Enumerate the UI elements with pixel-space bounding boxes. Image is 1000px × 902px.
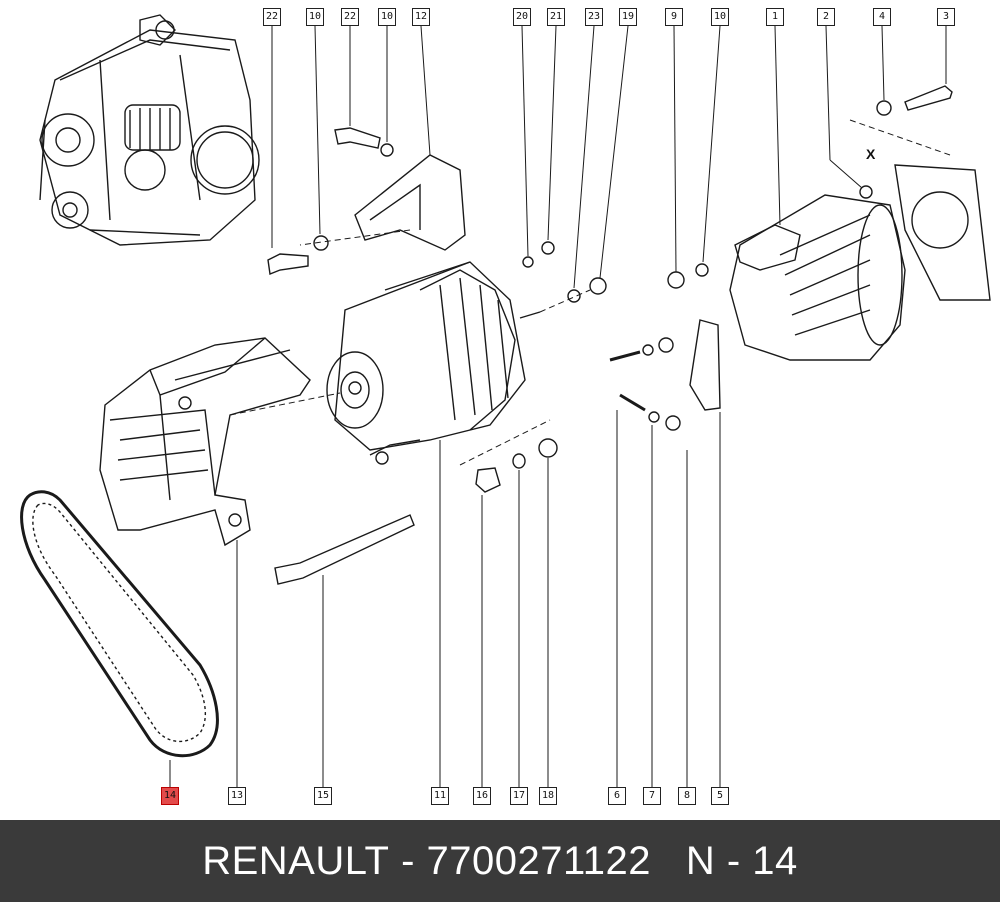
callout-2: 2: [817, 8, 835, 26]
callout-20: 20: [513, 8, 531, 26]
callout-12: 12: [412, 8, 430, 26]
callout-13: 13: [228, 787, 246, 805]
diagram-canvas: 22 10 22 10 12 20 21 23 19 9 10 1 2 4 3 …: [20, 8, 991, 805]
callout-18: 18: [539, 787, 557, 805]
leader-lines: [169, 25, 951, 787]
callout-7: 7: [643, 787, 661, 805]
engine-illustration: [39, 14, 260, 246]
callout-3: 3: [937, 8, 955, 26]
callout-16: 16: [473, 787, 491, 805]
footer-part-number: 7700271122: [426, 838, 651, 883]
callout-14-highlighted[interactable]: 14: [161, 787, 179, 805]
callout-21: 21: [547, 8, 565, 26]
callout-8: 8: [678, 787, 696, 805]
alternator-cover-shape: [99, 337, 311, 547]
callout-9: 9: [665, 8, 683, 26]
callout-22-top: 22: [341, 8, 359, 26]
callout-11: 11: [431, 787, 449, 805]
callout-10-top: 10: [378, 8, 396, 26]
callout-10-top-left: 10: [306, 8, 324, 26]
footer-brand: RENAULT: [202, 838, 390, 883]
callout-4: 4: [873, 8, 891, 26]
callout-6: 6: [608, 787, 626, 805]
footer-position-label: N - 14: [685, 838, 798, 883]
callout-23: 23: [585, 8, 603, 26]
starter-motor-shape: [609, 85, 991, 431]
footer-separator: -: [389, 838, 427, 883]
callout-10-top-right: 10: [711, 8, 729, 26]
footer-banner: RENAULT - 7700271122 N - 14: [0, 820, 1000, 902]
footer-gap: [651, 839, 686, 884]
callout-5: 5: [711, 787, 729, 805]
bracket-and-fasteners: [267, 127, 607, 585]
callout-17: 17: [510, 787, 528, 805]
callout-1: 1: [766, 8, 784, 26]
callout-22-top-left: 22: [263, 8, 281, 26]
exploded-parts-drawing: [20, 14, 991, 787]
view-marker-x: X: [866, 146, 876, 162]
drive-belt-shape: [20, 490, 219, 758]
callout-15: 15: [314, 787, 332, 805]
callout-19: 19: [619, 8, 637, 26]
alternator-shape: [326, 261, 541, 465]
